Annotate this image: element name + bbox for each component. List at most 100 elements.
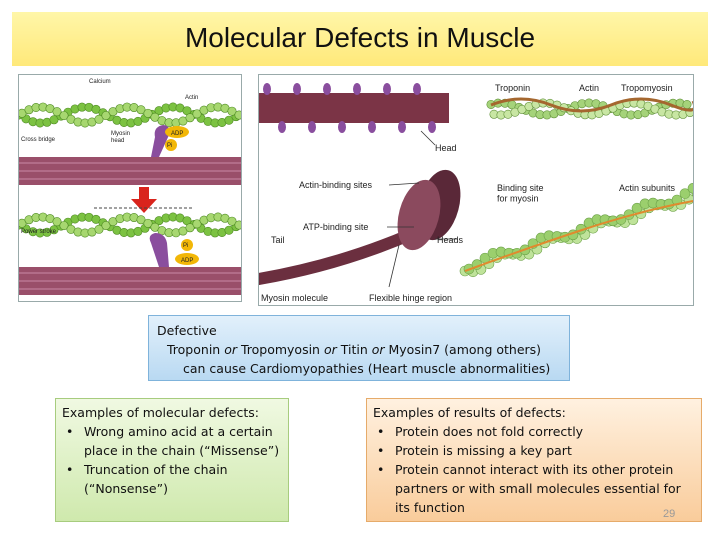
actin-bead (19, 218, 27, 228)
cross-bridge-label: Cross bridge (21, 137, 56, 143)
myosin-head-bead (413, 83, 421, 95)
actin-bead (682, 100, 692, 110)
myosin-head-bead (323, 83, 331, 95)
bullet: • (377, 462, 385, 477)
actin-bead (234, 220, 241, 230)
actin-bead (52, 217, 62, 227)
actin-bead (94, 224, 104, 234)
actin-bead (101, 111, 111, 121)
thick-filament-stripes-top (19, 162, 241, 180)
myosin-tail (259, 229, 415, 285)
thick-filament-stripes-bottom (19, 272, 241, 290)
actin-bead (234, 110, 241, 120)
myosin-head-front (397, 179, 441, 251)
actin-bead (687, 183, 693, 194)
actin-label-left: Actin (185, 95, 198, 101)
bullet: • (66, 424, 74, 439)
title-bar (12, 12, 708, 66)
myosin-head-bead (278, 121, 286, 133)
bullet: • (377, 424, 385, 439)
actin-bead (143, 108, 153, 118)
actin-binding-sites-label: Actin-binding sites (299, 180, 373, 190)
defective-line-3: can cause Cardiomyopathies (Heart muscle… (183, 361, 551, 376)
myosin-head-bead (383, 83, 391, 95)
actin-bead (224, 115, 234, 125)
adp-label-top: ADP (171, 131, 183, 137)
pi-label-top: Pi (167, 143, 172, 149)
molecular-defects-heading: Examples of molecular defects: (62, 405, 259, 420)
pi-label-bottom: Pi (183, 243, 188, 249)
defect-results-box: Examples of results of defects: •Protein… (366, 398, 702, 522)
actin-bead (49, 115, 59, 125)
defective-box: Defective Troponin or Tropomyosin or Tit… (148, 315, 570, 381)
list-item: •Protein is missing a key part (377, 443, 572, 458)
list-item: •Protein cannot interact with its other … (377, 462, 681, 515)
actin-bead (192, 219, 202, 229)
defective-line-1: Defective (157, 323, 217, 338)
bullet: • (66, 462, 74, 477)
actin-bead (49, 225, 59, 235)
actin-bead (101, 221, 111, 231)
cross-bridge-illustration: ADP Pi Calcium Actin Cross bridge Myosin… (19, 79, 241, 295)
myosin-actin-illustration: Head Troponin Actin Tropomyosin Actin-bi… (259, 83, 693, 303)
myosin-heads-row (263, 83, 436, 133)
myosin-head-bead (263, 83, 271, 95)
head-label: Head (435, 143, 457, 153)
molecular-defects-list: •Wrong amino acid at a certain place in … (62, 422, 282, 498)
actin-bead (192, 109, 202, 119)
myosin-head-bead (398, 121, 406, 133)
list-item: •Truncation of the chain (“Nonsense”) (66, 462, 228, 496)
myosin-head-bead (293, 83, 301, 95)
power-stroke-label: Power stroke (21, 229, 57, 235)
thick-filament (259, 93, 449, 123)
page-number: 29 (663, 508, 676, 520)
actin-bead (143, 218, 153, 228)
pi-molecule-bottom (181, 239, 193, 251)
tail-label: Tail (271, 235, 285, 245)
actin-bead (94, 114, 104, 124)
head-leader (420, 130, 436, 146)
defect-results-heading: Examples of results of defects: (373, 405, 566, 420)
leader-lines (387, 182, 457, 288)
troponin-label: Troponin (495, 83, 530, 93)
actin-filament-top (19, 102, 241, 128)
actin-bead (227, 106, 237, 116)
myosin-molecule-label: Myosin molecule (261, 293, 328, 303)
transition-arrow (131, 187, 157, 213)
adp-label-bottom: ADP (181, 258, 193, 264)
myosin-actin-figure: Head Troponin Actin Tropomyosin Actin-bi… (258, 74, 694, 306)
myosin-head-bead (368, 121, 376, 133)
actin-bead (227, 216, 237, 226)
actin-bead (224, 225, 234, 235)
actin-bead (59, 221, 69, 231)
defective-line-2: Troponin or Tropomyosin or Titin or Myos… (167, 342, 542, 357)
myosin-head-bead (308, 121, 316, 133)
flexible-hinge-region-label: Flexible hinge region (369, 293, 452, 303)
actin-bead (136, 105, 146, 115)
list-item: •Protein does not fold correctly (377, 424, 584, 439)
actin-bead (52, 107, 62, 117)
atp-binding-site-label: ATP-binding site (303, 222, 368, 232)
actin-bead (185, 223, 195, 233)
cross-bridge-figure: ADP Pi Calcium Actin Cross bridge Myosin… (18, 74, 242, 302)
myosin-head-bottom (149, 233, 169, 267)
tropomyosin-label: Tropomyosin (621, 83, 673, 93)
actin-bead (185, 113, 195, 123)
bullet: • (377, 443, 385, 458)
thin-filament-top (486, 97, 693, 120)
list-item: •Wrong amino acid at a certain place in … (66, 424, 280, 458)
myosin-head-bead (428, 121, 436, 133)
actin-bead (59, 111, 69, 121)
actin-label-right: Actin (579, 83, 599, 93)
adp-molecule-bottom (175, 253, 199, 265)
adp-molecule-top (165, 126, 189, 138)
calcium-label: Calcium (89, 79, 111, 85)
actin-bead (679, 188, 691, 199)
pi-molecule-top (165, 139, 177, 151)
myosin-head-top (151, 125, 170, 157)
page-title: Molecular Defects in Muscle (184, 22, 536, 53)
myosin-head-bead (353, 83, 361, 95)
actin-subunits-label: Actin subunits (619, 183, 676, 193)
